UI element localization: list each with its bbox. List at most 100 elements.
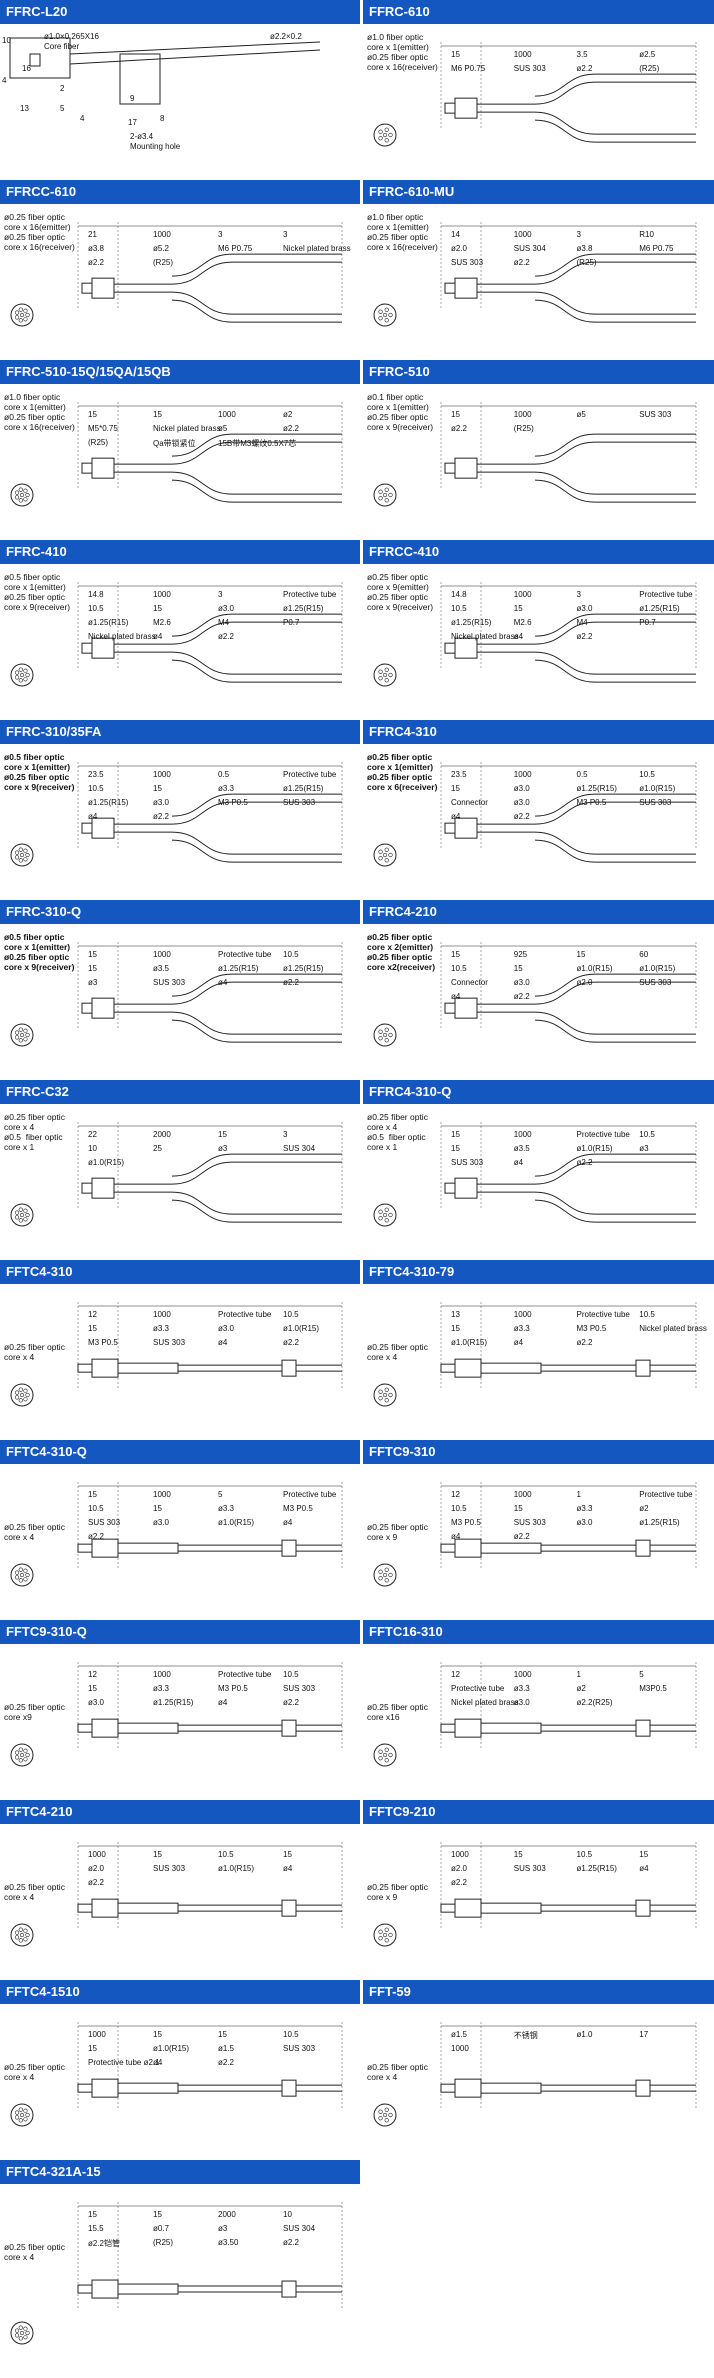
core-cross-section [10, 1023, 34, 1047]
spec-line: core x 16(receiver) [4, 422, 75, 432]
fiber-branch [171, 831, 342, 855]
sensor-drawing [77, 1122, 343, 1223]
dimension-label: ø1.25(R15) [88, 618, 129, 627]
spec-line: core x 6(receiver) [367, 782, 438, 792]
dimension-label: ø1.25(R15) [153, 1698, 194, 1707]
spec-line: ø0.25 fiber optic [4, 232, 65, 242]
spec-line: core x 4 [4, 2072, 35, 2082]
core-cross-section [373, 1743, 397, 1767]
probe-tip [77, 1363, 93, 1373]
spec-line: ø0.25 fiber optic [367, 1882, 428, 1892]
technical-drawing [373, 1662, 697, 1767]
fiber-branch [171, 1011, 342, 1035]
dimension-label: ø2 [283, 410, 293, 419]
sensor-drawing [77, 2202, 343, 2310]
probe-body [91, 1538, 119, 1558]
spec-line: ø0.25 fiber optic [367, 752, 433, 762]
protective-tube [480, 1722, 542, 1734]
probe-body [454, 1538, 482, 1558]
dimension-label: SUS 303 [153, 1864, 186, 1873]
dimension-label: 3 [283, 230, 288, 239]
core-cross-section [10, 1743, 34, 1767]
dimension-label: 1000 [451, 2044, 469, 2053]
probe-tip [444, 282, 456, 294]
dimension-label: 1000 [153, 950, 171, 959]
dimension-label: SUS 303 [153, 1338, 186, 1347]
product-title: FFRC-C32 [0, 1080, 360, 1104]
fiber-branch [534, 479, 696, 503]
dimension-label: 15B带M3螺纹0.5X7芯 [218, 439, 297, 448]
fiber-line [69, 41, 321, 55]
dimension-label: Protective tube [218, 1310, 272, 1319]
sensor-drawing [440, 582, 697, 683]
fiber-branch [171, 479, 342, 503]
dimension-label: 15 [153, 1504, 162, 1513]
fiber-branch [171, 621, 342, 645]
sensor-drawing [440, 1302, 697, 1389]
dimension-label: ø3.3 [153, 1324, 170, 1333]
dimension-label: 1000 [513, 1490, 532, 1499]
probe-tip [444, 822, 456, 834]
dimension-label: 25 [153, 1144, 162, 1153]
probe-body [454, 1358, 482, 1378]
probe-tip [440, 1903, 456, 1913]
spec-line: ø0.25 fiber optic [367, 952, 433, 962]
fiber-branch [534, 801, 696, 825]
sensor-drawing [440, 42, 697, 143]
dimension-label: ø1.25(R15) [639, 604, 680, 613]
dimension-label: ø1.0(R15) [283, 1324, 320, 1333]
dimension-label: 15 [88, 950, 97, 959]
dimension-label: ø4 [153, 632, 163, 641]
fiber-branch [171, 299, 342, 323]
dimension-label: 12 [451, 1490, 460, 1499]
probe-body [454, 97, 478, 119]
dimension-label: M6 P0.75 [639, 244, 674, 253]
dimension-label: ø1.25(R15) [88, 798, 129, 807]
product-title: FFRC-510 [363, 360, 714, 384]
sleeve [635, 1539, 651, 1557]
dimension-label: ø3 [88, 978, 98, 987]
dimension-label: ø2.2 [218, 632, 235, 641]
spec-line: core x 16(receiver) [367, 242, 438, 252]
spec-line: core x 1(emitter) [367, 402, 429, 412]
dimension-label: 15 [88, 2044, 97, 2053]
dimension-label: 10.5 [88, 1504, 104, 1513]
product-title: FFRC4-310-Q [363, 1080, 714, 1104]
spec-line: ø0.25 fiber optic [367, 592, 428, 602]
dimension-label: ø2.2铠管 [88, 2239, 121, 2248]
fiber-branch [534, 981, 696, 1005]
dimension-label: ø1.25(R15) [576, 1864, 617, 1873]
dimension-label: ø1.25(R15) [639, 1518, 680, 1527]
technical-drawing [373, 762, 697, 867]
fiber-branch [171, 651, 342, 675]
fiber-branch [534, 299, 696, 323]
fiber-branch [171, 1019, 342, 1043]
fiber-branch [171, 793, 342, 817]
probe-body [91, 277, 115, 299]
sleeve [635, 2079, 651, 2097]
fiber-branch [534, 659, 696, 683]
dimension-label: 1000 [451, 1850, 469, 1859]
dimension-label: SUS 303 [451, 258, 484, 267]
dimension-label: ø3.0 [576, 604, 593, 613]
probe-tip [77, 2284, 93, 2294]
spec-line: core x 4 [4, 1352, 35, 1362]
spec-line: ø0.5 fiber optic [4, 752, 65, 762]
fiber-branch [534, 73, 696, 97]
dimension-label: ø3.0 [153, 1518, 170, 1527]
dimension-label: (R25) [88, 438, 109, 447]
dimension-label: 3.5 [576, 50, 588, 59]
dimension-label: ø0.7 [153, 2224, 170, 2233]
sleeve [635, 1359, 651, 1377]
probe-tip [440, 1363, 456, 1373]
dimension-label: ø1.0(R15) [218, 1864, 255, 1873]
